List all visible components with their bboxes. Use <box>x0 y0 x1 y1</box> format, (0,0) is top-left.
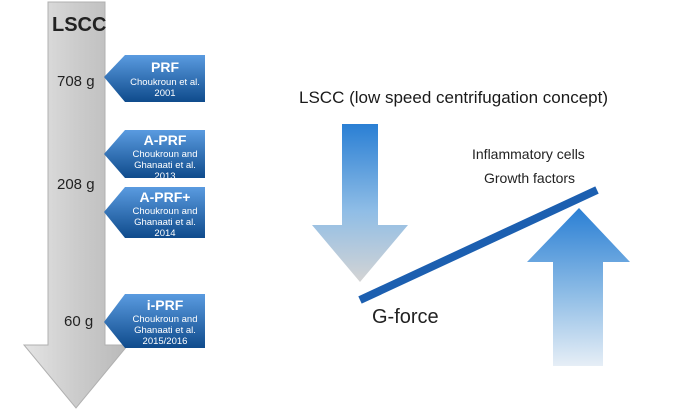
concept-title: LSCC (low speed centrifugation concept) <box>299 88 608 107</box>
a-prf-tag <box>104 130 205 178</box>
prf-tag-reference: Choukroun et al. 2001 <box>130 77 200 99</box>
g-level-60: 60 g <box>64 313 94 330</box>
i-prf-tag-reference: Choukroun and Ghanaati et al. 2015/2016 <box>132 314 198 347</box>
i-prf-tag <box>104 294 205 348</box>
i-prf-tag-title: i-PRF <box>146 297 184 313</box>
a-prf-plus-tag-title: A-PRF+ <box>139 189 191 205</box>
g-level-208: 208 g <box>57 176 95 193</box>
gforce-label: G-force <box>372 306 439 328</box>
prf-tag-title: PRF <box>151 59 179 75</box>
cells-up-arrow <box>527 208 630 366</box>
centrifugation-down-arrow <box>22 1 130 409</box>
inverse-relationship-line <box>358 186 599 304</box>
gforce-down-arrow <box>312 124 408 282</box>
a-prf-plus-tag-reference: Choukroun and Ghanaati et al. 2014 <box>132 206 198 239</box>
prf-tag <box>104 55 205 102</box>
growth-factors-label: Growth factors <box>484 170 576 186</box>
a-prf-tag-reference: Choukroun and Ghanaati et al. 2013 <box>132 149 198 182</box>
lscc-title: LSCC <box>52 14 107 36</box>
a-prf-tag-title: A-PRF <box>143 132 187 148</box>
inflammatory-cells-label: Inflammatory cells <box>472 146 585 162</box>
a-prf-plus-tag <box>104 187 205 238</box>
g-level-708: 708 g <box>57 73 95 90</box>
